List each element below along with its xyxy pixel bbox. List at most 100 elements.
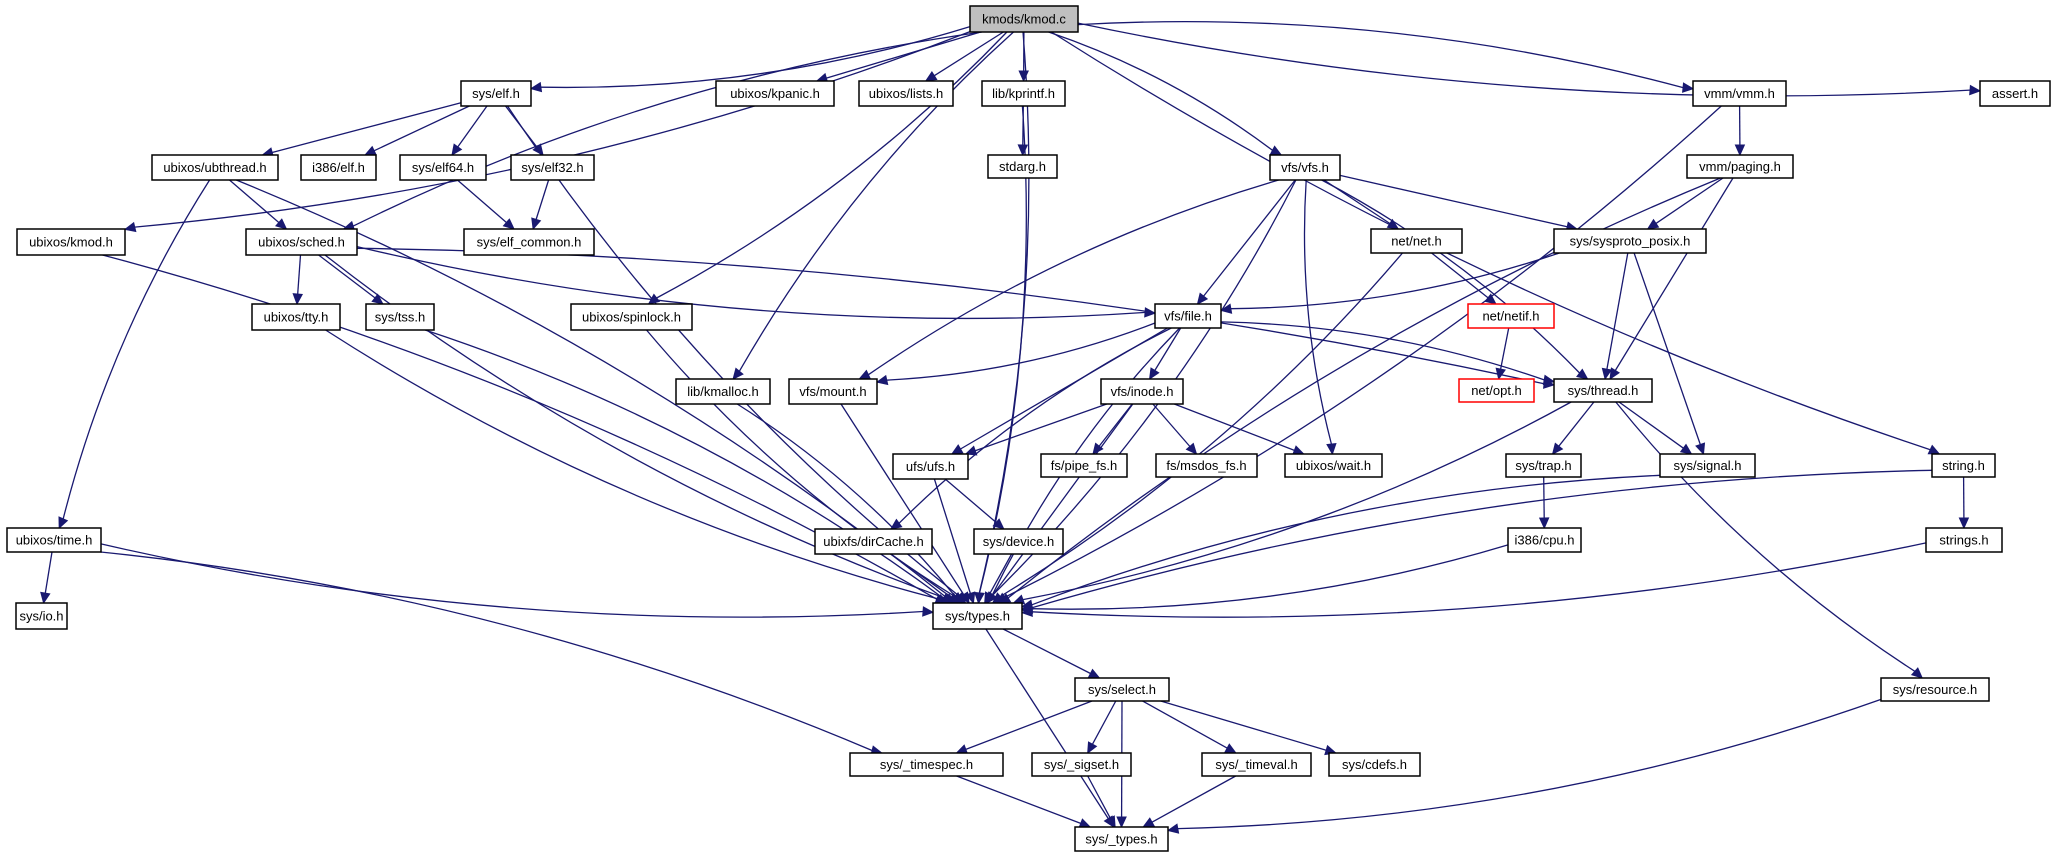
node-fs-msdos-fs-h[interactable]: fs/msdos_fs.h (1155, 453, 1258, 478)
node-ubixfs-dircache-h[interactable]: ubixfs/dirCache.h (814, 528, 933, 555)
node-box[interactable] (1458, 378, 1535, 403)
node-sys-types-h[interactable]: sys/types.h (932, 602, 1023, 630)
node-string-h[interactable]: string.h (1931, 453, 1996, 478)
node-box[interactable] (1553, 378, 1653, 403)
node-box[interactable] (510, 154, 595, 181)
node-box[interactable] (1284, 453, 1383, 478)
node-fs-pipe-fs-h[interactable]: fs/pipe_fs.h (1040, 453, 1128, 478)
node-sys-elf-h[interactable]: sys/elf.h (460, 80, 532, 107)
node-box[interactable] (460, 80, 532, 107)
node-sys-resource-h[interactable]: sys/resource.h (1880, 677, 1990, 702)
node-vfs-inode-h[interactable]: vfs/inode.h (1100, 378, 1184, 405)
node-box[interactable] (1370, 228, 1463, 254)
node-vmm-paging-h[interactable]: vmm/paging.h (1686, 154, 1794, 179)
node-box[interactable] (1155, 453, 1258, 478)
node-box[interactable] (788, 378, 878, 405)
node-box[interactable] (858, 80, 954, 107)
node-net-opt-h[interactable]: net/opt.h (1458, 378, 1535, 403)
node-sys-sigset-h[interactable]: sys/_sigset.h (1031, 752, 1132, 777)
node-sys-trap-h[interactable]: sys/trap.h (1505, 453, 1582, 478)
node-ubixos-time-h[interactable]: ubixos/time.h (6, 527, 102, 553)
node-sys-tss-h[interactable]: sys/tss.h (365, 303, 435, 331)
node-box[interactable] (151, 154, 279, 181)
node-vmm-vmm-h[interactable]: vmm/vmm.h (1692, 80, 1787, 107)
node-box[interactable] (814, 528, 933, 555)
node-stdarg-h[interactable]: stdarg.h (987, 154, 1058, 179)
node-box[interactable] (570, 303, 693, 331)
node-box[interactable] (300, 154, 377, 181)
node-kmods-kmod-c[interactable]: kmods/kmod.c (969, 5, 1079, 33)
node-box[interactable] (365, 303, 435, 331)
node-box[interactable] (1880, 677, 1990, 702)
node-ubixos-lists-h[interactable]: ubixos/lists.h (858, 80, 954, 107)
node-box[interactable] (463, 228, 595, 256)
node-box[interactable] (1269, 154, 1341, 181)
node-box[interactable] (981, 80, 1066, 107)
node-ubixos-wait-h[interactable]: ubixos/wait.h (1284, 453, 1383, 478)
node-box[interactable] (1505, 453, 1582, 478)
node-box[interactable] (6, 527, 102, 553)
node-ufs-ufs-h[interactable]: ufs/ufs.h (892, 453, 969, 480)
node-sys-elf-common-h[interactable]: sys/elf_common.h (463, 228, 595, 256)
node-sys-timeval-h[interactable]: sys/_timeval.h (1201, 752, 1312, 777)
node-box[interactable] (1979, 80, 2051, 107)
node-box[interactable] (1328, 752, 1421, 777)
node-ubixos-kpanic-h[interactable]: ubixos/kpanic.h (715, 80, 835, 107)
node-box[interactable] (1154, 303, 1222, 329)
node-net-net-h[interactable]: net/net.h (1370, 228, 1463, 254)
node-box[interactable] (969, 5, 1079, 33)
node-ubixos-sched-h[interactable]: ubixos/sched.h (245, 228, 358, 256)
node-sys-select-h[interactable]: sys/select.h (1074, 677, 1170, 702)
node-ubixos-tty-h[interactable]: ubixos/tty.h (251, 303, 341, 331)
node-box[interactable] (987, 154, 1058, 179)
node-box[interactable] (399, 154, 487, 181)
node-sys-device-h[interactable]: sys/device.h (973, 528, 1064, 555)
node-box[interactable] (1507, 527, 1582, 553)
node-box[interactable] (1931, 453, 1996, 478)
node-lib-kprintf-h[interactable]: lib/kprintf.h (981, 80, 1066, 107)
node-sys-timespec-h[interactable]: sys/_timespec.h (849, 752, 1004, 777)
node-box[interactable] (1925, 527, 2003, 553)
node-box[interactable] (973, 528, 1064, 555)
node-box[interactable] (1659, 453, 1756, 478)
node-box[interactable] (675, 378, 771, 405)
node-box[interactable] (251, 303, 341, 331)
node-vfs-vfs-h[interactable]: vfs/vfs.h (1269, 154, 1341, 181)
node-sys-cdefs-h[interactable]: sys/cdefs.h (1328, 752, 1421, 777)
node-sys-io-h[interactable]: sys/io.h (15, 602, 68, 630)
node-box[interactable] (1692, 80, 1787, 107)
node-assert-h[interactable]: assert.h (1979, 80, 2051, 107)
node-box[interactable] (1467, 303, 1555, 329)
node-box[interactable] (245, 228, 358, 256)
node-i386-elf-h[interactable]: i386/elf.h (300, 154, 377, 181)
node-box[interactable] (16, 228, 126, 256)
node-box[interactable] (1686, 154, 1794, 179)
node-box[interactable] (1553, 228, 1707, 254)
node-box[interactable] (15, 602, 68, 630)
node-box[interactable] (715, 80, 835, 107)
node-sys-elf64-h[interactable]: sys/elf64.h (399, 154, 487, 181)
node-box[interactable] (1031, 752, 1132, 777)
node-box[interactable] (1074, 677, 1170, 702)
node-box[interactable] (892, 453, 969, 480)
node-box[interactable] (932, 602, 1023, 630)
node-sys-signal-h[interactable]: sys/signal.h (1659, 453, 1756, 478)
node-box[interactable] (1074, 826, 1169, 852)
node-sys-thread-h[interactable]: sys/thread.h (1553, 378, 1653, 403)
node-lib-kmalloc-h[interactable]: lib/kmalloc.h (675, 378, 771, 405)
node-box[interactable] (1100, 378, 1184, 405)
node-box[interactable] (1040, 453, 1128, 478)
node-ubixos-spinlock-h[interactable]: ubixos/spinlock.h (570, 303, 693, 331)
node-i386-cpu-h[interactable]: i386/cpu.h (1507, 527, 1582, 553)
node-vfs-file-h[interactable]: vfs/file.h (1154, 303, 1222, 329)
node-strings-h[interactable]: strings.h (1925, 527, 2003, 553)
node-sys-elf32-h[interactable]: sys/elf32.h (510, 154, 595, 181)
node-sys-types-h[interactable]: sys/_types.h (1074, 826, 1169, 852)
node-box[interactable] (1201, 752, 1312, 777)
node-vfs-mount-h[interactable]: vfs/mount.h (788, 378, 878, 405)
node-ubixos-kmod-h[interactable]: ubixos/kmod.h (16, 228, 126, 256)
node-box[interactable] (849, 752, 1004, 777)
node-net-netif-h[interactable]: net/netif.h (1467, 303, 1555, 329)
node-sys-sysproto-posix-h[interactable]: sys/sysproto_posix.h (1553, 228, 1707, 254)
node-ubixos-ubthread-h[interactable]: ubixos/ubthread.h (151, 154, 279, 181)
